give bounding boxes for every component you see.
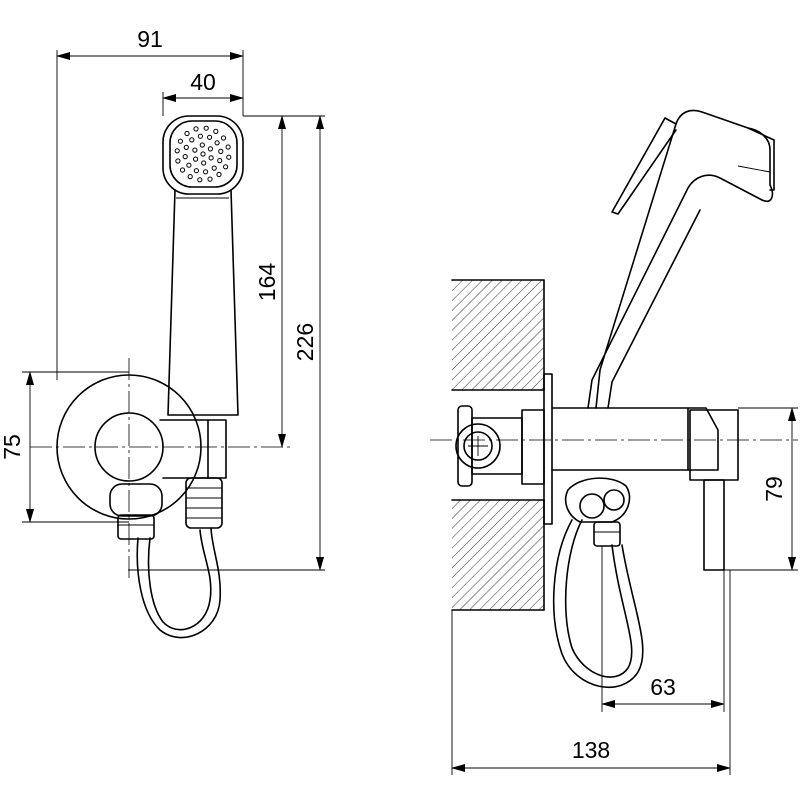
- dim-226: 226: [128, 115, 325, 571]
- nozzle-hole: [218, 148, 224, 154]
- nozzle-hole: [197, 133, 203, 139]
- nozzle-hole: [197, 177, 203, 183]
- sprayer-side: [587, 109, 775, 409]
- nozzle-hole: [201, 160, 207, 166]
- holder-stem: [703, 479, 725, 571]
- handle-body: [167, 189, 239, 416]
- dim-40-label: 40: [190, 69, 216, 95]
- dim-63-label: 63: [650, 674, 676, 700]
- nozzle-hole: [203, 125, 209, 131]
- nozzle-hole: [179, 167, 186, 173]
- dim-164: 164: [243, 115, 325, 448]
- nozzle-hole: [193, 156, 199, 162]
- dim-138: 138: [451, 570, 731, 775]
- nozzle-hole: [183, 144, 189, 150]
- nozzle-hole: [193, 126, 199, 132]
- cover-plate: [543, 373, 553, 525]
- hose-connector-right: [185, 477, 223, 529]
- nozzle-hole: [217, 158, 223, 164]
- nozzle-hole: [182, 154, 188, 160]
- dim-63: 63: [601, 546, 725, 712]
- nozzle-hole: [199, 142, 205, 148]
- nozzle-hole: [216, 171, 222, 178]
- dim-226-label: 226: [292, 323, 318, 361]
- nozzle-hole: [186, 162, 192, 168]
- nozzle-hole: [174, 148, 180, 154]
- nozzle-holes: [174, 125, 232, 183]
- nozzle-hole: [203, 169, 209, 175]
- nozzle-hole: [208, 155, 214, 161]
- dim-91: 91: [56, 26, 244, 380]
- wall-section-bottom: [452, 500, 544, 610]
- nozzle-hole: [226, 154, 232, 160]
- hose: [147, 529, 212, 631]
- dim-75: 75: [0, 371, 129, 523]
- nozzle-hole: [189, 137, 195, 143]
- nozzle-hole: [175, 158, 181, 164]
- dim-40: 40: [162, 69, 244, 116]
- nozzle-hole: [223, 164, 229, 170]
- holder-block: [159, 419, 227, 479]
- nozzle-hole: [193, 168, 199, 174]
- dim-164-label: 164: [254, 263, 280, 302]
- nozzle-hole: [213, 128, 219, 134]
- dim-91-label: 91: [137, 26, 163, 52]
- hose-connector-side: [564, 477, 631, 547]
- valve-outlet-left: [109, 483, 163, 540]
- sprayer-head: [162, 115, 244, 195]
- front-view: [30, 115, 290, 639]
- nozzle-hole: [214, 140, 220, 146]
- nozzle-hole: [177, 138, 183, 144]
- hose-side: [564, 519, 633, 678]
- spout-body: [551, 407, 689, 471]
- nozzle-hole: [207, 134, 213, 140]
- dim-79-label: 79: [761, 476, 787, 502]
- nozzle-hole: [211, 165, 217, 171]
- nozzle-hole: [225, 144, 231, 150]
- nozzle-hole: [207, 146, 213, 152]
- wall-section-top: [452, 280, 544, 390]
- nozzle-hole: [192, 147, 198, 153]
- nozzle-hole: [200, 151, 206, 157]
- side-view: [430, 109, 798, 688]
- nozzle-hole: [220, 135, 227, 141]
- dim-138-label: 138: [572, 737, 610, 763]
- dim-79: 79: [724, 407, 798, 571]
- nozzle-hole: [187, 174, 193, 180]
- dim-75-label: 75: [0, 434, 25, 460]
- nozzle-hole: [207, 176, 213, 182]
- sprayer-face: [169, 120, 238, 188]
- rear-valve: [455, 405, 545, 487]
- nozzle-hole: [184, 130, 190, 137]
